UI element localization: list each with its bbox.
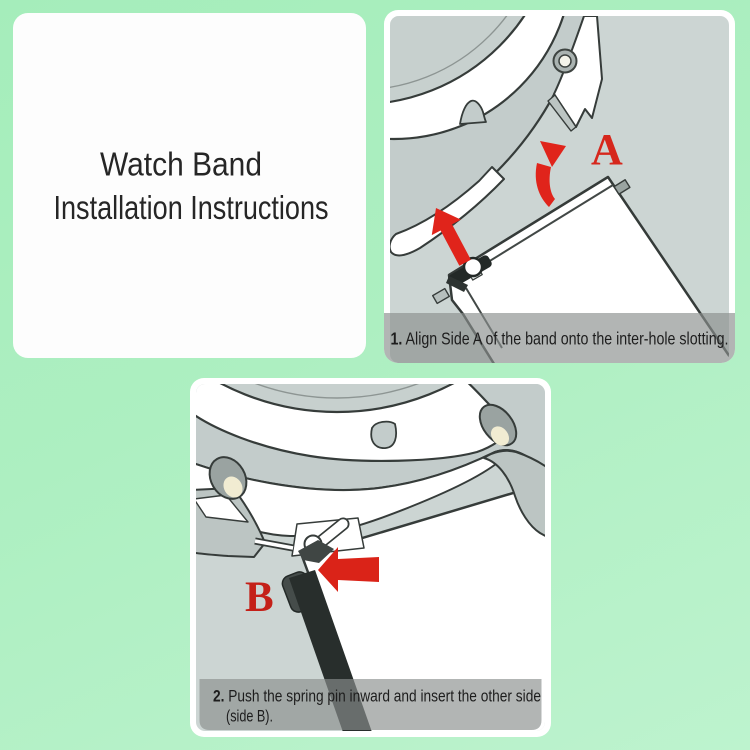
svg-text:Watch Band: Watch Band	[100, 147, 262, 184]
svg-text:Installation Instructions: Installation Instructions	[54, 190, 329, 227]
svg-text:(side B).: (side B).	[226, 707, 273, 726]
svg-text:B: B	[245, 574, 274, 621]
svg-text:1. Align Side A of the band on: 1. Align Side A of the band onto the int…	[391, 329, 729, 349]
svg-text:A: A	[591, 125, 623, 174]
svg-text:2. Push the spring pin inward: 2. Push the spring pin inward and insert…	[213, 687, 541, 706]
